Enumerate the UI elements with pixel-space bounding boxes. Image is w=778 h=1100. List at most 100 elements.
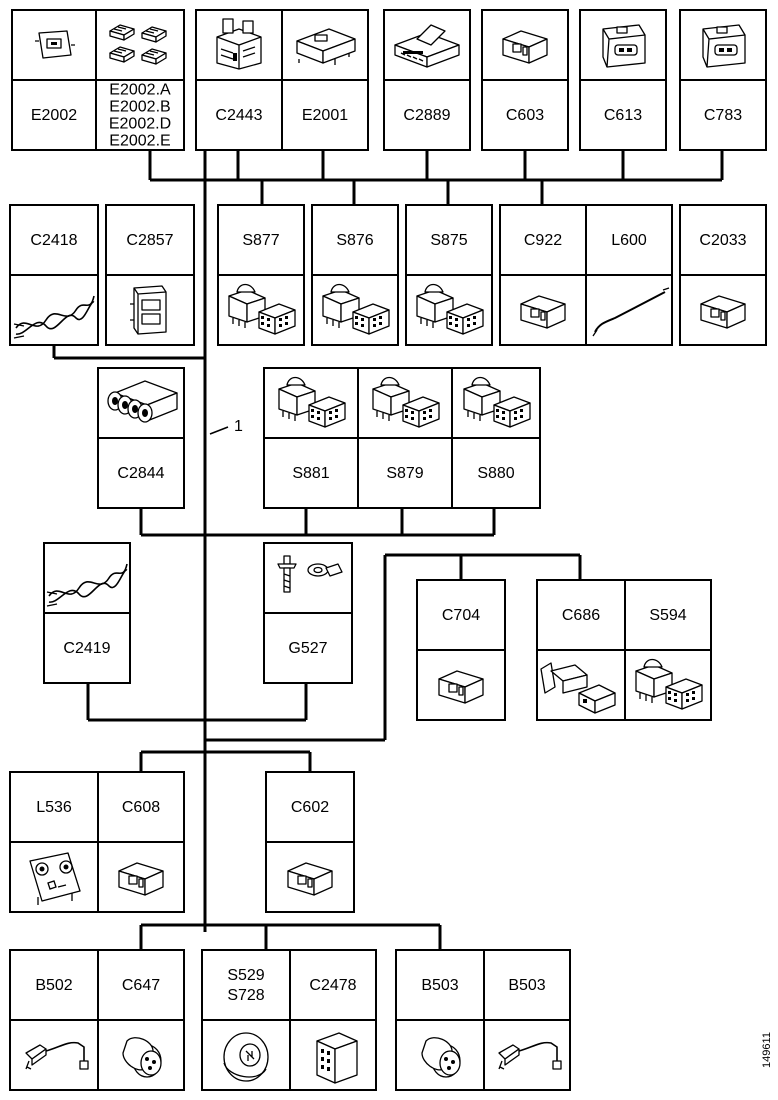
component-label: E2002.A xyxy=(109,82,171,99)
component-label: C783 xyxy=(704,107,742,124)
connector-icon xyxy=(502,30,548,64)
component-group-c2418: C2418 xyxy=(9,204,99,346)
twisted-wire-icon xyxy=(46,563,128,607)
component-label: C2443 xyxy=(215,107,262,124)
connector-tall-icon xyxy=(130,285,167,335)
component-label: C2419 xyxy=(63,640,110,657)
block-connector-icon xyxy=(316,1032,358,1084)
module-icon xyxy=(296,28,356,65)
component-label: C613 xyxy=(604,107,642,124)
component-group-c783: C783 xyxy=(679,9,767,151)
connector-housing-icon xyxy=(602,24,646,68)
figure-id: 149611 xyxy=(761,1032,773,1068)
connector-icon xyxy=(287,862,333,896)
component-group-c603: C603 xyxy=(481,9,569,151)
component-label: C603 xyxy=(506,107,544,124)
component-label: E2002 xyxy=(31,107,77,124)
callout-leader xyxy=(209,426,229,435)
terminal-set-icon xyxy=(109,24,167,65)
component-label: G527 xyxy=(288,640,327,657)
connector-block-icon xyxy=(216,18,262,70)
component-label: S880 xyxy=(477,465,514,482)
component-group-s875: S875 xyxy=(405,204,493,346)
switch-icon xyxy=(635,658,703,710)
switch-icon xyxy=(463,376,531,428)
round-plug-icon xyxy=(122,1037,162,1078)
component-group-c2033: C2033 xyxy=(679,204,767,346)
component-label: C2844 xyxy=(117,465,164,482)
component-group-b502: B502 C647 xyxy=(9,949,185,1091)
component-label: E2002.E xyxy=(109,133,170,150)
connector-small-icon xyxy=(35,30,75,59)
component-group-s877: S877 xyxy=(217,204,305,346)
connector-icon xyxy=(438,670,484,704)
component-group-c2889: C2889 xyxy=(383,9,471,151)
round-connector-icon xyxy=(107,380,178,423)
lamp-board-icon xyxy=(29,852,81,905)
component-group-b503: B503 B503 xyxy=(395,949,571,1091)
component-group-c2419: C2419 xyxy=(43,542,131,684)
component-group-c922: C922 L600 xyxy=(499,204,673,346)
wire-lead-icon xyxy=(592,287,670,337)
harness-wires xyxy=(52,150,724,950)
component-label: B503 xyxy=(508,977,545,994)
component-group-g527: G527 xyxy=(263,542,353,684)
component-group-c2857: C2857 xyxy=(105,204,195,346)
inline-connector-icon xyxy=(540,662,616,714)
component-label: L600 xyxy=(611,232,647,249)
component-label: C704 xyxy=(442,607,480,624)
switch-icon xyxy=(228,283,296,335)
component-group-c602: C602 xyxy=(265,771,355,913)
component-label: S879 xyxy=(386,465,423,482)
component-label: S594 xyxy=(649,607,686,624)
twisted-wire-icon xyxy=(13,295,95,339)
component-group-s881: S881 S879 S880 xyxy=(263,367,541,509)
connector-icon xyxy=(520,295,566,329)
connector-housing-icon xyxy=(702,24,746,68)
component-label: C647 xyxy=(122,977,160,994)
component-label: C922 xyxy=(524,232,562,249)
module-connector-icon xyxy=(394,24,460,68)
component-label: C2033 xyxy=(699,232,746,249)
disc-switch-icon xyxy=(223,1032,269,1082)
component-group-c704: C704 xyxy=(416,579,506,721)
component-label: S875 xyxy=(430,232,467,249)
component-group-c2844: C2844 xyxy=(97,367,185,509)
sensor-probe-icon xyxy=(25,1041,89,1070)
component-label: C2857 xyxy=(126,232,173,249)
component-label: L536 xyxy=(36,799,72,816)
component-label: B503 xyxy=(421,977,458,994)
switch-icon xyxy=(322,283,390,335)
component-group-c2443: C2443 E2001 xyxy=(195,9,369,151)
connector-icon xyxy=(700,295,746,329)
component-group-s876: S876 xyxy=(311,204,399,346)
component-label: C2418 xyxy=(30,232,77,249)
switch-icon xyxy=(372,376,440,428)
ground-stud-icon xyxy=(277,555,343,593)
callout-number: 1 xyxy=(234,418,243,435)
component-label: B502 xyxy=(35,977,72,994)
component-label: C2478 xyxy=(309,977,356,994)
component-label: C2889 xyxy=(403,107,450,124)
component-label: E2001 xyxy=(302,107,348,124)
round-plug-icon xyxy=(421,1037,461,1078)
component-label: S877 xyxy=(242,232,279,249)
component-label: S876 xyxy=(336,232,373,249)
component-label: C602 xyxy=(291,799,329,816)
component-group-c613: C613 xyxy=(579,9,667,151)
component-label: S728 xyxy=(227,987,264,1004)
component-label: S881 xyxy=(292,465,329,482)
component-label: E2002.D xyxy=(109,116,171,133)
component-label: S529 xyxy=(227,967,264,984)
component-label: E2002.B xyxy=(109,99,170,116)
switch-icon xyxy=(416,283,484,335)
connector-icon xyxy=(118,862,164,896)
switch-icon xyxy=(278,376,346,428)
